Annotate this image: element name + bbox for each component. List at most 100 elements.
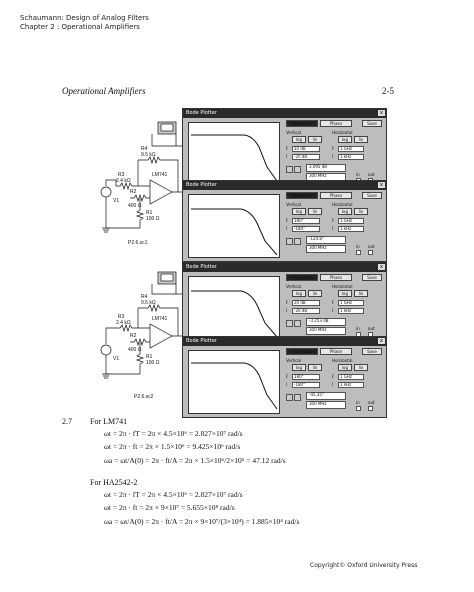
magnitude-button[interactable]: Magnitude (286, 120, 318, 127)
save-button[interactable]: Save (362, 274, 382, 281)
vertical-lin-button[interactable]: lin (308, 208, 322, 215)
r4-value: 9.5 kΩ (141, 300, 156, 306)
horizontal-lin-button[interactable]: lin (354, 208, 368, 215)
port-in-terminal[interactable] (356, 250, 361, 255)
horizontal-log-button[interactable]: log (338, 136, 352, 143)
save-button[interactable]: Save (362, 348, 382, 355)
vertical-initial-field[interactable]: -20 dB (292, 308, 320, 314)
vertical-final-field[interactable]: 20 dB (292, 300, 320, 306)
vertical-log-button[interactable]: log (292, 364, 306, 371)
window-titlebar[interactable]: Bode Plotter x (183, 337, 386, 346)
horizontal-log-button[interactable]: log (338, 290, 352, 297)
close-icon[interactable]: x (378, 182, 385, 188)
vertical-lin-button[interactable]: lin (308, 290, 322, 297)
cursor-right-icon[interactable] (294, 166, 301, 173)
phase-button[interactable]: Phase (320, 192, 352, 199)
vertical-log-button[interactable]: log (292, 290, 306, 297)
horizontal-lin-button[interactable]: lin (354, 364, 368, 371)
cursor-left-icon[interactable] (286, 238, 293, 245)
port-out-terminal[interactable] (368, 406, 373, 411)
r2-label: R2 (130, 189, 137, 195)
readout-frequency: 300 MHz (306, 327, 346, 335)
bode-curve (191, 362, 278, 410)
port-in-terminal[interactable] (356, 406, 361, 411)
bode-plot-area (188, 122, 280, 186)
vertical-initial-field[interactable]: -180° (292, 382, 320, 388)
cursor-right-icon[interactable] (294, 320, 301, 327)
horizontal-initial-field[interactable]: 1 kHz (338, 226, 364, 232)
equation: ωt = 2π · fT = 2π × 4.5×10⁶ = 2.827×10⁷ … (104, 490, 243, 499)
phase-button[interactable]: Phase (320, 120, 352, 127)
horizontal-final-field[interactable]: 1 GHz (338, 146, 364, 152)
horizontal-initial-field[interactable]: 1 kHz (338, 308, 364, 314)
port-out-terminal[interactable] (368, 250, 373, 255)
vertical-log-button[interactable]: log (292, 208, 306, 215)
magnitude-button[interactable]: Magnitude (286, 192, 318, 199)
r4-label: R4 (141, 294, 148, 300)
vertical-initial-label: I (286, 226, 288, 231)
readout-value: 3.095 dB (306, 164, 346, 172)
save-button[interactable]: Save (362, 120, 382, 127)
magnitude-button[interactable]: Magnitude (286, 348, 318, 355)
vertical-final-field[interactable]: 180° (292, 218, 320, 224)
readout-value: -3.253 dB (306, 318, 346, 326)
vertical-label: Vertical (286, 202, 301, 207)
bode-controls: Magnitude Phase Save Vertical Horizontal… (284, 192, 384, 260)
bode-curve (191, 290, 278, 338)
vertical-initial-field[interactable]: -180° (292, 226, 320, 232)
bode-plot-area (188, 350, 280, 414)
vertical-lin-button[interactable]: lin (308, 364, 322, 371)
cursor-left-icon[interactable] (286, 320, 293, 327)
window-titlebar[interactable]: Bode Plotter x (183, 109, 386, 118)
phase-button[interactable]: Phase (320, 348, 352, 355)
equation: ωt = 2π · fT = 2π × 4.5×10⁶ = 2.827×10⁷ … (104, 429, 243, 438)
close-icon[interactable]: x (378, 264, 385, 270)
cursor-left-icon[interactable] (286, 394, 293, 401)
magnitude-button[interactable]: Magnitude (286, 274, 318, 281)
r3-value: 2.4 kΩ (116, 178, 131, 184)
horizontal-final-field[interactable]: 1 GHz (338, 218, 364, 224)
phase-button[interactable]: Phase (320, 274, 352, 281)
close-icon[interactable]: x (378, 338, 385, 344)
horizontal-lin-button[interactable]: lin (354, 136, 368, 143)
window-title: Bode Plotter (186, 182, 217, 188)
bode-plotter-window[interactable]: Bode Plotter x Magnitude Phase Save Vert… (182, 262, 387, 344)
close-icon[interactable]: x (378, 110, 385, 116)
vertical-log-button[interactable]: log (292, 136, 306, 143)
bode-plotter-window[interactable]: Bode Plotter x Magnitude Phase Save Vert… (182, 336, 387, 418)
bode-plotter-window[interactable]: Bode Plotter x Magnitude Phase Save Vert… (182, 180, 387, 262)
horizontal-log-button[interactable]: log (338, 208, 352, 215)
save-button[interactable]: Save (362, 192, 382, 199)
vertical-final-field[interactable]: 180° (292, 374, 320, 380)
horizontal-final-field[interactable]: 1 GHz (338, 300, 364, 306)
copyright-footer: Copyright© Oxford University Press (310, 562, 418, 569)
equation: ωt = 2π · ft = 2π × 1.5×10⁶ = 9.425×10⁶ … (104, 442, 241, 451)
r1-label: R1 (146, 354, 153, 360)
window-title: Bode Plotter (186, 264, 217, 270)
horizontal-initial-field[interactable]: 1 kHz (338, 382, 364, 388)
horizontal-initial-field[interactable]: 1 kHz (338, 154, 364, 160)
section-title: Operational Amplifiers (62, 86, 146, 96)
cursor-right-icon[interactable] (294, 238, 301, 245)
vertical-label: Vertical (286, 130, 301, 135)
bode-plotter-window[interactable]: Bode Plotter x Magnitude Phase Save Vert… (182, 108, 387, 190)
vertical-final-label: F (286, 218, 289, 223)
vertical-final-field[interactable]: 20 dB (292, 146, 320, 152)
horizontal-label: Horizontal (332, 202, 353, 207)
r1-label: R1 (146, 210, 153, 216)
cursor-right-icon[interactable] (294, 394, 301, 401)
vertical-label: Vertical (286, 358, 301, 363)
cursor-left-icon[interactable] (286, 166, 293, 173)
horizontal-final-field[interactable]: 1 GHz (338, 374, 364, 380)
vertical-lin-button[interactable]: lin (308, 136, 322, 143)
vertical-initial-field[interactable]: -20 dB (292, 154, 320, 160)
horizontal-log-button[interactable]: log (338, 364, 352, 371)
window-titlebar[interactable]: Bode Plotter x (183, 181, 386, 190)
bode-plot-area (188, 194, 280, 258)
horizontal-lin-button[interactable]: lin (354, 290, 368, 297)
window-titlebar[interactable]: Bode Plotter x (183, 263, 386, 272)
r2-value: 400 Ω (128, 347, 142, 353)
vertical-initial-label: I (286, 308, 288, 313)
vertical-initial-label: I (286, 154, 288, 159)
horizontal-label: Horizontal (332, 358, 353, 363)
